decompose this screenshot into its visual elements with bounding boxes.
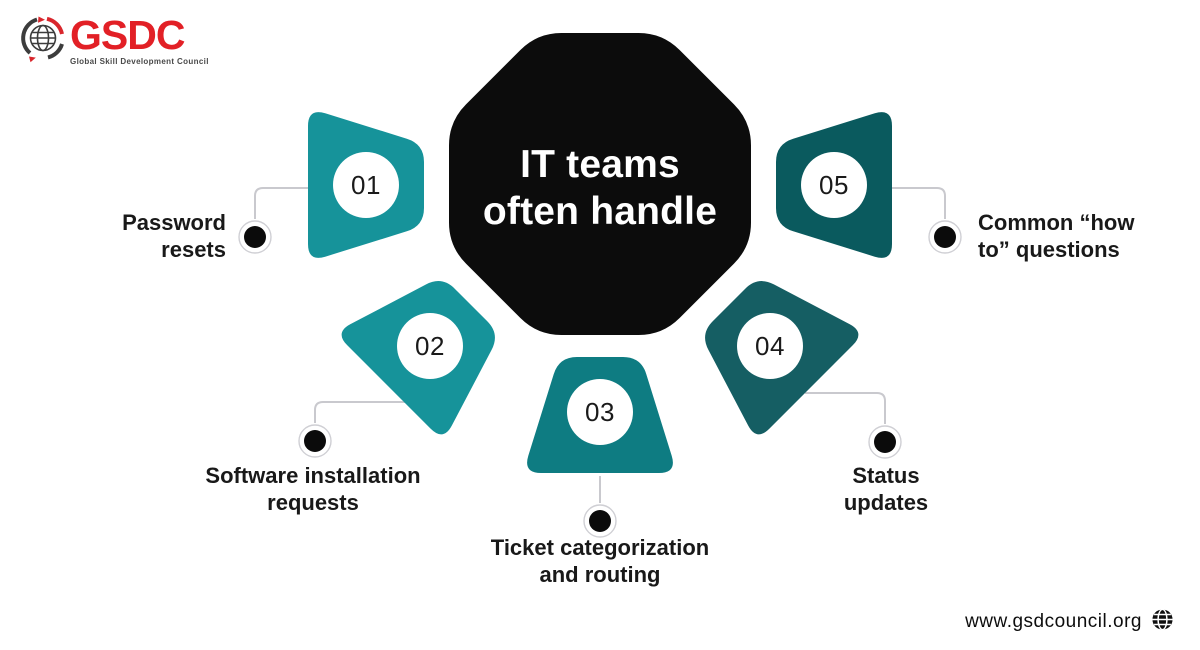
number-item-1: 01 <box>351 170 381 200</box>
connector-item-2 <box>314 401 406 423</box>
connector-item-4 <box>805 392 886 424</box>
number-item-2: 02 <box>415 331 445 361</box>
number-item-4: 04 <box>755 331 785 361</box>
label-item-1: Password resets <box>122 210 226 262</box>
label-item-4: Status updates <box>843 463 929 515</box>
dot-item-1 <box>238 220 272 254</box>
footer: www.gsdcouncil.org <box>965 608 1174 636</box>
connector-dots <box>238 220 962 538</box>
label-item-3: Ticket categorization and routing <box>490 535 710 587</box>
globe-icon <box>1151 608 1174 636</box>
center-octagon <box>449 33 751 335</box>
label-item-5: Common “how to” questions <box>978 210 1135 262</box>
website-url: www.gsdcouncil.org <box>965 611 1142 632</box>
logo-tagline: Global Skill Development Council <box>70 56 209 66</box>
label-item-2: Software installation requests <box>205 463 421 515</box>
gsdc-logo: GSDC Global Skill Development Council <box>20 13 209 68</box>
number-circle-2 <box>397 313 463 379</box>
number-circle-4 <box>737 313 803 379</box>
dot-item-3 <box>583 504 617 538</box>
connector-lines <box>254 187 946 503</box>
number-circle-3 <box>567 379 633 445</box>
connector-item-5 <box>892 187 946 219</box>
dot-item-5 <box>928 220 962 254</box>
center-title: IT teams often handle <box>482 143 718 233</box>
connector-item-1 <box>254 187 308 219</box>
logo-wordmark: GSDC <box>70 11 185 58</box>
number-circle-5 <box>801 152 867 218</box>
number-circle-1 <box>333 152 399 218</box>
number-item-3: 03 <box>585 397 615 427</box>
dot-item-2 <box>298 424 332 458</box>
logo-text-block: GSDC Global Skill Development Council <box>70 11 209 66</box>
number-item-5: 05 <box>819 170 849 200</box>
dot-item-4 <box>868 425 902 459</box>
globe-arcs-icon <box>20 13 66 68</box>
